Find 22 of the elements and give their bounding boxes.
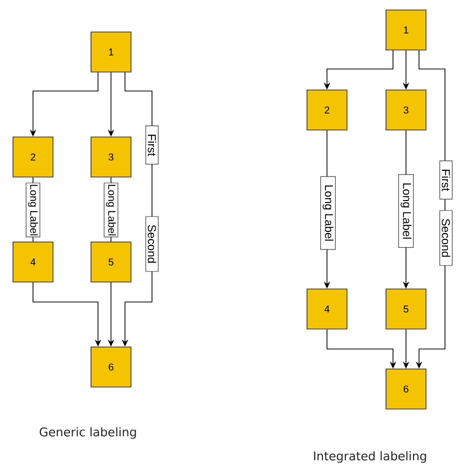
edge-label: First [439,160,453,200]
process-box: 4 [12,242,54,282]
process-box: 4 [306,288,348,330]
caption: Generic labeling [40,427,136,439]
process-box: 6 [386,368,426,410]
process-box: 1 [386,10,426,50]
process-box: 5 [386,288,426,330]
edge-label: Long Label [320,176,336,250]
process-box: 5 [90,242,132,282]
line-label: Second [439,210,453,266]
edge-label: Long Label [104,182,118,238]
process-box: 3 [90,136,132,178]
process-box: 6 [90,346,132,388]
edge-label: Long Label [398,174,414,248]
process-box: 2 [12,136,54,178]
edge-label: First [145,126,159,164]
process-box: 1 [90,32,132,72]
caption: Integrated labeling [314,451,426,463]
line-label: Second [145,216,159,272]
process-box: 3 [386,90,426,130]
process-box: 2 [306,90,348,130]
edge-label: Long Label [26,182,40,238]
